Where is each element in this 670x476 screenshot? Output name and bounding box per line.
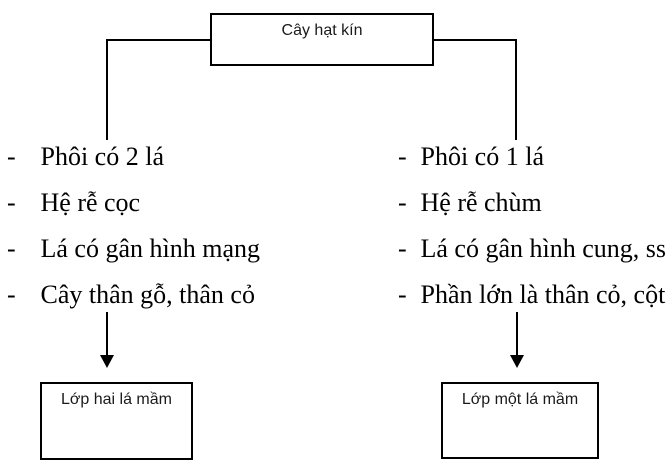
- connector-right-horizontal: [432, 39, 517, 41]
- list-item: - Phần lớn là thân cỏ, cột: [398, 272, 666, 318]
- list-item-text: Lá có gân hình cung, ss: [420, 234, 667, 263]
- list-item-text: Phôi có 2 lá: [40, 142, 165, 171]
- monocot-class-label: Lớp một lá mầm: [461, 391, 579, 408]
- dicot-class-label: Lớp hai lá mầm: [61, 391, 172, 408]
- list-item: - Hệ rễ cọc: [7, 180, 260, 226]
- list-item: - Cây thân gỗ, thân cỏ: [7, 272, 260, 318]
- right-down-arrowhead-icon: [510, 355, 524, 368]
- root-node-box: Cây hạt kín: [210, 13, 434, 66]
- list-item-text: Phần lớn là thân cỏ, cột: [420, 280, 666, 309]
- list-item: - Phôi có 2 lá: [7, 134, 260, 180]
- list-item-text: Phôi có 1 lá: [420, 142, 545, 171]
- list-item: - Phôi có 1 lá: [398, 134, 666, 180]
- connector-left-vertical: [106, 39, 108, 140]
- list-item-text: Hệ rễ chùm: [420, 188, 542, 217]
- list-item-text: Lá có gân hình mạng: [40, 234, 261, 263]
- bullet-dash: -: [398, 188, 407, 217]
- connector-right-vertical: [515, 39, 517, 140]
- list-item: - Lá có gân hình mạng: [7, 226, 260, 272]
- monocot-characteristics-list: - Phôi có 1 lá - Hệ rễ chùm - Lá có gân …: [398, 134, 666, 318]
- bullet-dash: -: [398, 142, 407, 171]
- connector-left-horizontal: [106, 39, 212, 41]
- root-node-label: Cây hạt kín: [281, 22, 363, 39]
- list-item: - Lá có gân hình cung, ss: [398, 226, 666, 272]
- left-down-arrowhead-icon: [100, 355, 114, 368]
- bullet-dash: -: [7, 142, 16, 171]
- list-item-text: Cây thân gỗ, thân cỏ: [40, 280, 255, 309]
- bullet-dash: -: [398, 234, 407, 263]
- monocot-class-box: Lớp một lá mầm: [441, 382, 599, 459]
- bullet-dash: -: [7, 280, 16, 309]
- left-down-arrow-shaft: [106, 312, 108, 357]
- dicot-class-box: Lớp hai lá mầm: [40, 382, 193, 460]
- dicot-characteristics-list: - Phôi có 2 lá - Hệ rễ cọc - Lá có gân h…: [7, 134, 260, 318]
- bullet-dash: -: [7, 188, 16, 217]
- list-item-text: Hệ rễ cọc: [40, 188, 141, 217]
- bullet-dash: -: [7, 234, 16, 263]
- bullet-dash: -: [398, 280, 407, 309]
- right-down-arrow-shaft: [516, 312, 518, 357]
- list-item: - Hệ rễ chùm: [398, 180, 666, 226]
